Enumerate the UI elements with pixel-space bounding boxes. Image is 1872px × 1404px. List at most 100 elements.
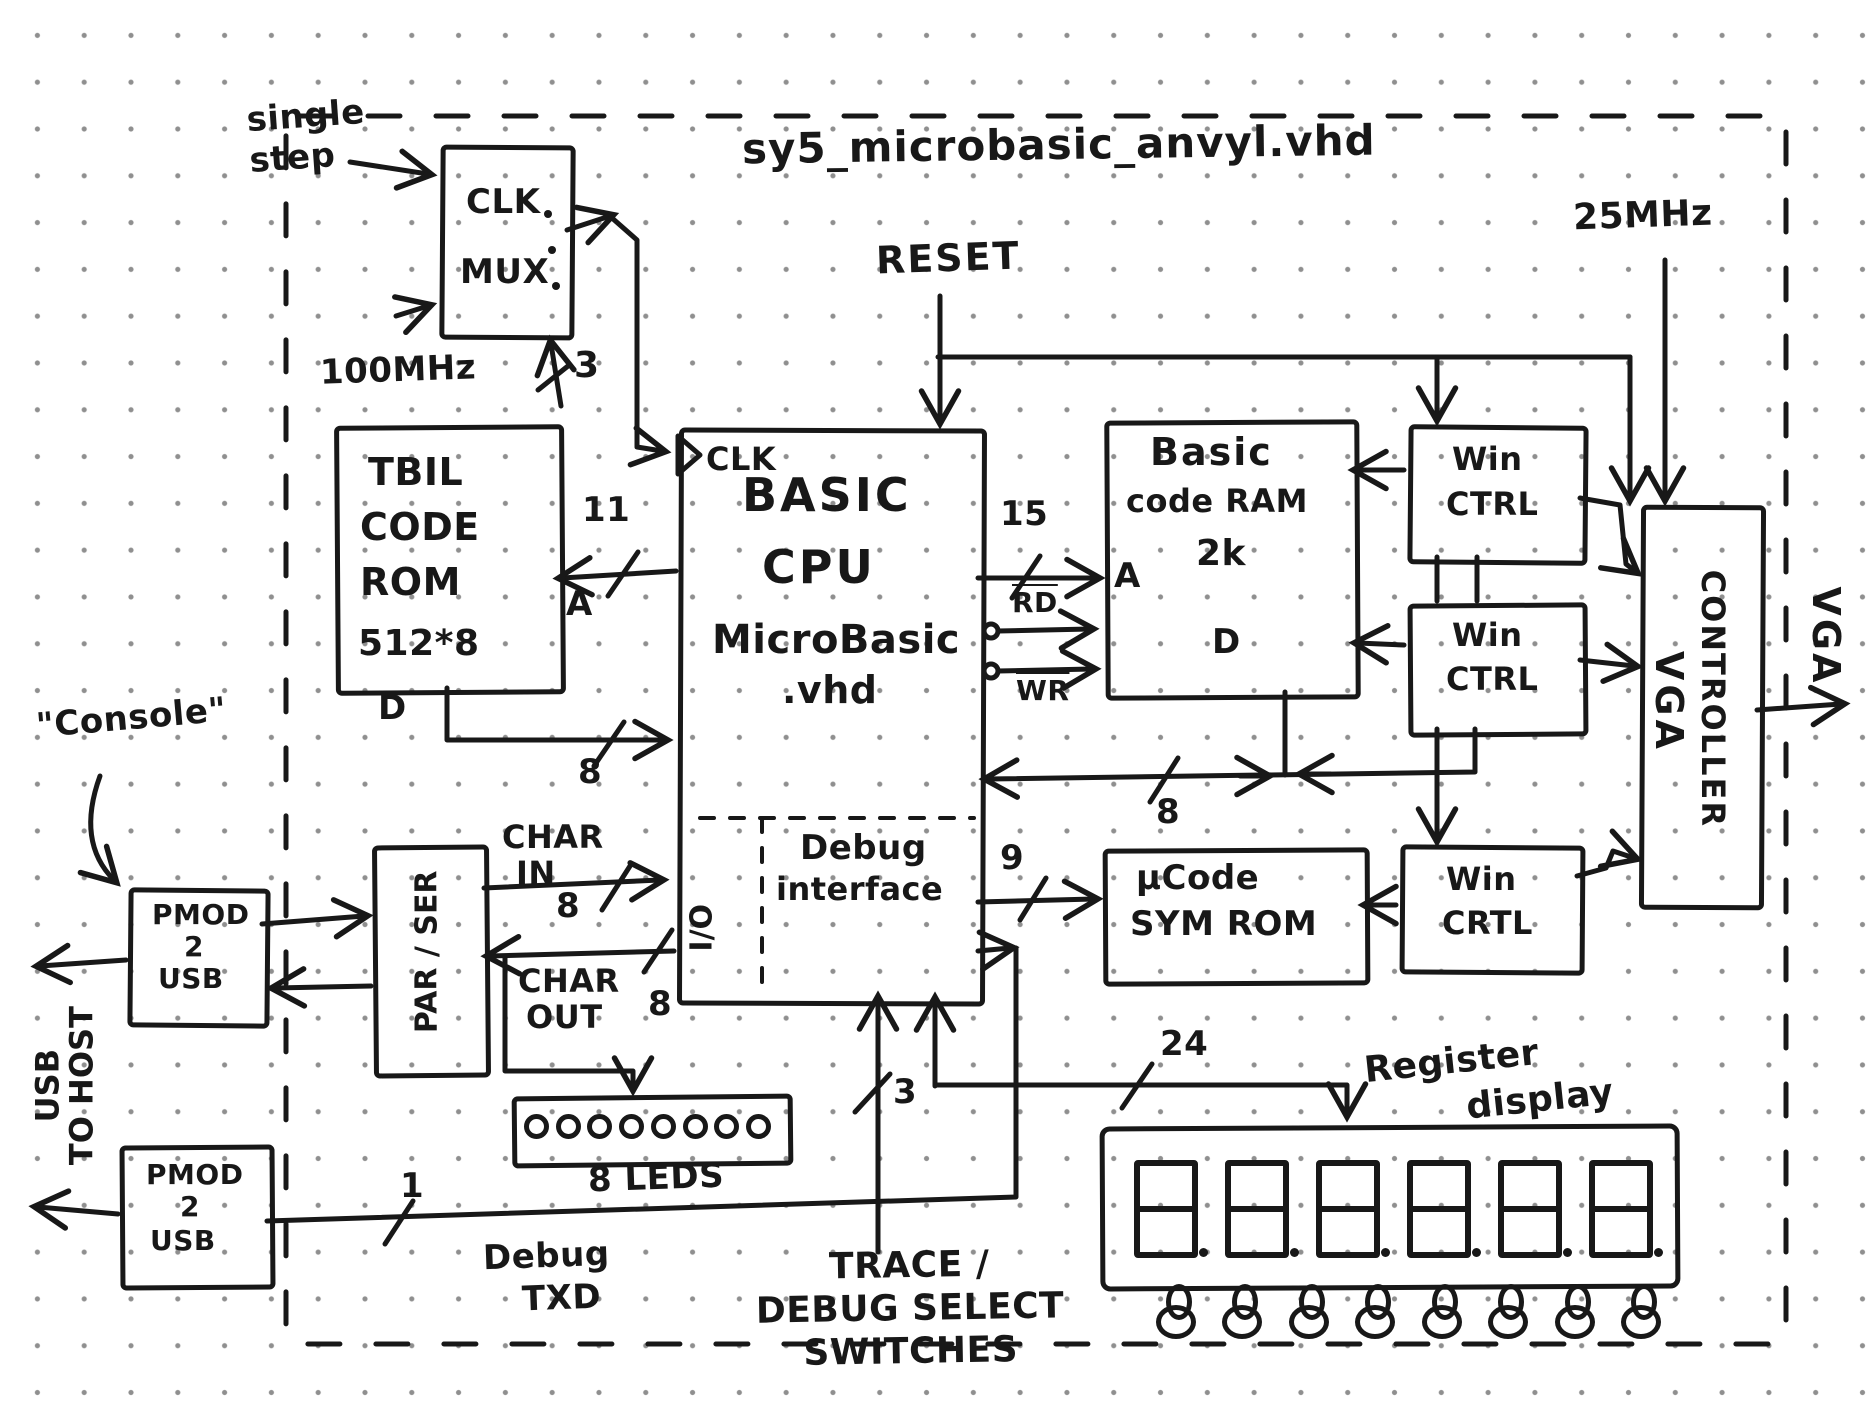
ucode-label-1: µCode <box>1136 858 1260 898</box>
button-doodle <box>1221 1284 1263 1344</box>
wire-clkmux-out <box>564 204 620 246</box>
par-ser-label: PAR / SER <box>409 870 445 1034</box>
char-in-bus-width: 8 <box>556 886 581 926</box>
trace-line2: DEBUG SELECT <box>755 1285 1065 1332</box>
rom-label-2: CODE <box>360 505 480 549</box>
cpu-label-2: CPU <box>762 540 876 594</box>
single-step-line2: step <box>248 134 337 181</box>
trace-line3: SWITCHES <box>803 1329 1019 1375</box>
data-bus-width: 8 <box>1156 792 1181 832</box>
page-title: sy5_microbasic_anvyl.vhd <box>741 115 1376 174</box>
clk-mux-label-1: CLK <box>466 182 541 222</box>
wire-rd <box>995 608 1100 651</box>
bus-slash-data8 <box>1147 755 1181 805</box>
char-in-label-1: CHAR <box>502 818 604 856</box>
led-circle <box>587 1113 613 1139</box>
win3-label-1: Win <box>1446 860 1517 898</box>
trace-bus-width: 3 <box>893 1072 918 1112</box>
cpu-debug-label-1: Debug <box>800 828 927 868</box>
wire-parser-to-pmod1 <box>265 966 374 1009</box>
label-reset: RESET <box>875 233 1022 283</box>
bus-slash-ram-addr <box>1009 553 1043 601</box>
wire-rom-data <box>444 685 674 762</box>
pmod2-label-3: USB <box>150 1224 216 1257</box>
rom-bus-d-width: 8 <box>578 752 603 792</box>
char-in-label-2: IN <box>516 854 556 892</box>
button-doodle <box>1288 1284 1329 1344</box>
button-doodle <box>1421 1284 1462 1344</box>
cpu-label-3: MicroBasic <box>712 617 961 663</box>
cpu-clk-pin: CLK <box>706 440 777 478</box>
label-clk-mul3: 3 <box>574 345 600 386</box>
wire-debug-txd-b <box>264 945 1019 1224</box>
trace-line1: TRACE / <box>828 1243 990 1288</box>
wire-debug-txd-a <box>975 929 1020 972</box>
wire-clk-to-cpu <box>609 215 672 468</box>
ram-wr-signal: WR <box>1016 674 1070 707</box>
wire-data-bus-8 <box>978 726 1478 800</box>
led-circle <box>555 1113 581 1139</box>
button-doodle <box>1155 1284 1196 1344</box>
ram-port-a: A <box>1114 556 1141 596</box>
led-circle <box>714 1113 740 1139</box>
wire-regdisplay-bus24 <box>932 1081 1369 1123</box>
wire-pmod1-to-host <box>30 942 129 986</box>
ram-rd-signal: RD <box>1012 586 1058 619</box>
char-out-bus-width: 8 <box>648 984 673 1024</box>
button-doodle <box>1620 1284 1661 1344</box>
wire-to-leds <box>502 955 655 1097</box>
pmod1-label-2: 2 <box>184 930 204 963</box>
wire-single-step-b <box>392 294 438 336</box>
rom-port-a: A <box>566 584 593 624</box>
wire-pmod2-to-host <box>28 1188 121 1231</box>
led-circle <box>524 1113 549 1139</box>
leds-label: 8 LEDS <box>587 1155 725 1201</box>
ram-bus-a-width: 15 <box>1000 494 1049 534</box>
cpu-io-pin: I/O <box>684 903 720 952</box>
led-circle <box>682 1113 708 1139</box>
button-doodle <box>1354 1284 1396 1344</box>
rom-port-d: D <box>378 688 407 728</box>
rom-label-1: TBIL <box>368 450 464 494</box>
regdisplay-bus-width: 24 <box>1160 1024 1209 1064</box>
bus-slash-char-out <box>641 927 675 975</box>
clk-mux-label-2: MUX <box>460 252 550 292</box>
ram-port-d: D <box>1212 622 1241 662</box>
digits-row <box>1134 1160 1663 1258</box>
seven-segment-digit <box>1589 1160 1663 1258</box>
win1-label-1: Win <box>1452 440 1523 478</box>
leds-row <box>516 1099 779 1153</box>
ram-label-3: 2k <box>1196 533 1246 574</box>
seven-segment-digit <box>1134 1160 1208 1258</box>
label-100mhz: 100MHz <box>319 347 477 393</box>
win2-label-1: Win <box>1452 616 1523 654</box>
wire-rom-addr <box>552 555 679 598</box>
seven-segment-digit <box>1225 1160 1299 1258</box>
debug-txd-label-2: TXD <box>521 1276 602 1320</box>
pmod2-label-2: 2 <box>180 1190 200 1223</box>
cpu-label-1: BASIC <box>742 468 912 522</box>
single-step-line1: single <box>245 91 366 141</box>
cpu-debug-label-2: interface <box>776 870 944 908</box>
led-circle <box>745 1113 771 1139</box>
bus-slash-ucode9 <box>1017 875 1049 923</box>
wire-ucode-bus9 <box>975 878 1104 921</box>
wire-char-out <box>480 933 677 977</box>
rom-label-4: 512*8 <box>358 623 480 664</box>
bus-slash-clk3 <box>535 363 571 393</box>
char-out-label-2: OUT <box>526 998 603 1036</box>
bus-slash-rom-data <box>591 719 627 769</box>
button-doodle <box>1554 1284 1595 1344</box>
ucode-bus-width: 9 <box>1000 838 1025 878</box>
bus-slash-bus24 <box>1119 1061 1155 1111</box>
cpu-clock-triangle-icon <box>675 433 703 477</box>
pmod2-label-1: PMOD <box>146 1158 244 1191</box>
wire-pmod1-to-parser <box>259 897 374 940</box>
led-circle <box>650 1113 676 1139</box>
win1-label-2: CTRL <box>1446 485 1539 523</box>
clk-mux-box <box>439 144 576 341</box>
buttons-row <box>1155 1284 1661 1344</box>
